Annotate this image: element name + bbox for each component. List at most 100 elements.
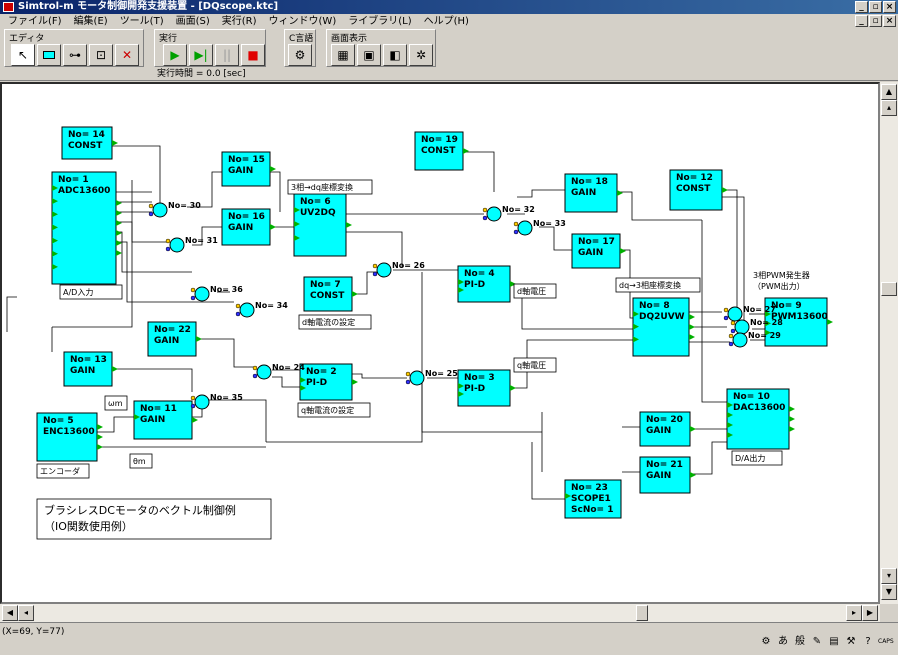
summer-28[interactable]	[734, 319, 750, 335]
block-20[interactable]	[639, 411, 691, 447]
output-port	[510, 385, 516, 391]
menu-library[interactable]: ライブラリ(L)	[348, 16, 412, 27]
block-23[interactable]	[564, 479, 622, 519]
close-button[interactable]: ×	[883, 1, 896, 13]
menu-screen[interactable]: 画面(S)	[175, 16, 210, 27]
block-19-number: No= 19	[421, 135, 458, 145]
summer-24[interactable]	[256, 364, 272, 380]
summer-34[interactable]	[239, 302, 255, 318]
pointer-tool-icon[interactable]: ↖	[11, 44, 35, 66]
block-5[interactable]	[36, 412, 98, 462]
summer-31[interactable]	[169, 237, 185, 253]
summer-32-input-dot	[482, 207, 488, 213]
c-generate-icon[interactable]: ⚙	[288, 44, 312, 66]
wire-tool-icon[interactable]: ⊶	[63, 44, 87, 66]
block-21[interactable]	[639, 456, 691, 494]
block-15-number: No= 15	[228, 155, 265, 165]
view-monitor-icon[interactable]: ◧	[383, 44, 407, 66]
summer-26[interactable]	[376, 262, 392, 278]
stop-icon[interactable]: ■	[241, 44, 265, 66]
block-7-name: CONST	[310, 291, 345, 301]
summer-32[interactable]	[486, 206, 502, 222]
summer-33[interactable]	[517, 220, 533, 236]
scroll-down-page-button[interactable]: ▾	[881, 568, 897, 584]
block-8[interactable]	[632, 297, 690, 357]
menu-window[interactable]: ウィンドウ(W)	[268, 16, 337, 27]
view-settings-icon[interactable]: ✲	[409, 44, 433, 66]
block-4[interactable]	[457, 265, 511, 303]
mdi-close-button[interactable]: ×	[883, 15, 896, 27]
block-7[interactable]	[303, 276, 353, 312]
block-13[interactable]	[63, 351, 113, 387]
summer-36[interactable]	[194, 286, 210, 302]
menu-edit[interactable]: 編集(E)	[73, 16, 108, 27]
view-grid-icon[interactable]: ▦	[331, 44, 355, 66]
delete-tool-icon[interactable]: ✕	[115, 44, 139, 66]
block-17[interactable]	[571, 233, 621, 269]
output-port	[352, 379, 358, 385]
block-19[interactable]	[414, 131, 464, 171]
ime-tool-icon[interactable]: ⚒	[846, 636, 856, 647]
scroll-right-button[interactable]: ▶	[862, 605, 878, 621]
c-group-label: C言語	[289, 34, 314, 44]
wire	[463, 151, 495, 192]
label-omega-box	[104, 395, 128, 411]
scroll-left-button[interactable]: ◀	[2, 605, 18, 621]
horizontal-thumb[interactable]	[636, 605, 648, 621]
minimize-button[interactable]: _	[855, 1, 868, 13]
ime-mode-icon[interactable]: あ	[778, 636, 788, 647]
block-18[interactable]	[564, 173, 618, 213]
title-bar: Simtrol-m モータ制御開発支援装置 - [DQscope.ktc] _ …	[0, 0, 898, 14]
horizontal-scrollbar[interactable]: ◀ ◂ ▸ ▶	[0, 604, 880, 622]
summer-25[interactable]	[409, 370, 425, 386]
menu-file[interactable]: ファイル(F)	[8, 16, 62, 27]
menu-run[interactable]: 実行(R)	[221, 16, 257, 27]
block-16[interactable]	[221, 208, 271, 246]
block-14[interactable]	[61, 126, 113, 160]
block-1-number: No= 1	[58, 175, 89, 185]
mdi-minimize-button[interactable]: _	[855, 15, 868, 27]
block-18-name: GAIN	[571, 188, 596, 198]
view-scope-icon[interactable]: ▣	[357, 44, 381, 66]
summer-34-input-dot	[235, 311, 241, 317]
ime-help-icon[interactable]: ?	[865, 636, 871, 647]
mdi-restore-button[interactable]: ▫	[869, 15, 882, 27]
scroll-up-page-button[interactable]: ▴	[881, 100, 897, 116]
input-port	[633, 311, 639, 317]
restore-button[interactable]: ▫	[869, 1, 882, 13]
block-3[interactable]	[457, 369, 511, 407]
step-icon[interactable]: ▶|	[189, 44, 213, 66]
summer-25-label: No= 25	[425, 369, 458, 378]
ime-toggle-icon[interactable]: ⚙	[761, 636, 771, 647]
menu-help[interactable]: ヘルプ(H)	[423, 16, 469, 27]
summer-29[interactable]	[732, 332, 748, 348]
block-15-name: GAIN	[228, 166, 253, 176]
summer-30[interactable]	[152, 202, 168, 218]
label-q-setting-box	[297, 402, 371, 418]
block-tool-icon[interactable]	[37, 44, 61, 66]
summer-30-label: No= 30	[168, 201, 201, 210]
pause-icon[interactable]: ||	[215, 44, 239, 66]
menu-tools[interactable]: ツール(T)	[119, 16, 164, 27]
ime-convert-icon[interactable]: 般	[795, 636, 805, 647]
summer-33-input-dot	[513, 229, 519, 235]
caps-kana-icon[interactable]: CAPS	[878, 638, 894, 645]
vertical-scrollbar[interactable]: ▲ ▴ ▾ ▼	[880, 82, 898, 604]
play-icon[interactable]: ▶	[163, 44, 187, 66]
summer-35[interactable]	[194, 394, 210, 410]
block-10[interactable]	[726, 388, 790, 450]
scroll-right-page-button[interactable]: ▸	[846, 605, 862, 621]
ime-pad-icon[interactable]: ✎	[812, 636, 822, 647]
block-12[interactable]	[669, 169, 723, 211]
label-d-voltage: d軸電圧	[517, 286, 546, 296]
summer-27[interactable]	[727, 306, 743, 322]
input-port	[727, 402, 733, 408]
ime-dict-icon[interactable]: ▤	[829, 636, 839, 647]
scroll-up-button[interactable]: ▲	[881, 84, 897, 100]
scroll-down-button[interactable]: ▼	[881, 584, 897, 600]
select-tool-icon[interactable]: ⊡	[89, 44, 113, 66]
vertical-thumb[interactable]	[881, 282, 897, 296]
scroll-left-page-button[interactable]: ◂	[18, 605, 34, 621]
block-1[interactable]	[51, 171, 117, 285]
